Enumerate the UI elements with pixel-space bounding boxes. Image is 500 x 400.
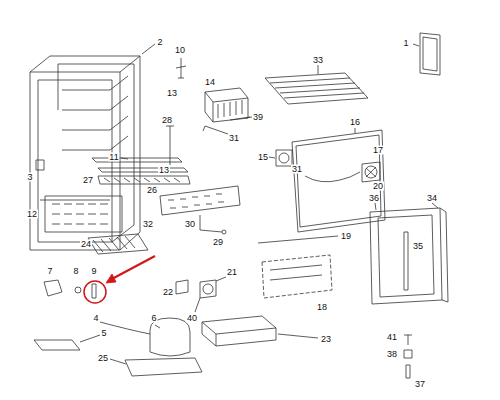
callout-number: 31 <box>228 134 240 143</box>
callout-number: 39 <box>252 113 264 122</box>
callout-number: 31 <box>291 165 303 174</box>
callout-number: 27 <box>82 176 94 185</box>
cabinet <box>30 56 140 250</box>
callout-number: 9 <box>90 267 97 276</box>
callout-number: 5 <box>100 329 107 338</box>
callout-number: 17 <box>372 146 384 155</box>
callout-number: 11 <box>108 153 119 162</box>
callout-number: 12 <box>26 210 38 219</box>
callout-number: 40 <box>186 314 198 323</box>
callout-number: 22 <box>162 288 174 297</box>
callout-number: 13 <box>166 89 178 98</box>
callout-number: 1 <box>402 39 409 48</box>
callout-number: 23 <box>320 335 332 344</box>
callout-number: 8 <box>72 267 79 276</box>
callout-number: 26 <box>146 186 158 195</box>
callout-number: 28 <box>161 116 173 125</box>
callout-number: 35 <box>412 242 424 251</box>
callout-number: 18 <box>316 303 328 312</box>
callout-number: 15 <box>257 153 269 162</box>
callout-number: 20 <box>372 182 384 191</box>
callout-number: 7 <box>46 267 53 276</box>
callout-number: 41 <box>386 333 398 342</box>
callout-number: 21 <box>226 268 238 277</box>
callout-number: 14 <box>204 78 216 87</box>
callout-number: 25 <box>97 354 109 363</box>
callout-number: 2 <box>156 38 163 47</box>
callout-number: 19 <box>340 232 352 241</box>
callout-number: 37 <box>414 380 426 389</box>
callout-number: 38 <box>386 350 398 359</box>
callout-number: 30 <box>184 220 196 229</box>
callout-number: 33 <box>312 56 324 65</box>
callout-number: 10 <box>174 46 186 55</box>
callout-number: 6 <box>150 314 157 323</box>
callout-number: 3 <box>26 173 33 182</box>
callout-number: 36 <box>368 194 380 203</box>
callout-number: 13 <box>158 166 170 175</box>
callout-number: 4 <box>92 314 99 323</box>
callout-number: 32 <box>142 220 154 229</box>
callout-number: 29 <box>212 238 224 247</box>
callout-number: 34 <box>426 194 438 203</box>
callout-number: 24 <box>80 240 92 249</box>
callout-number: 16 <box>349 118 361 127</box>
